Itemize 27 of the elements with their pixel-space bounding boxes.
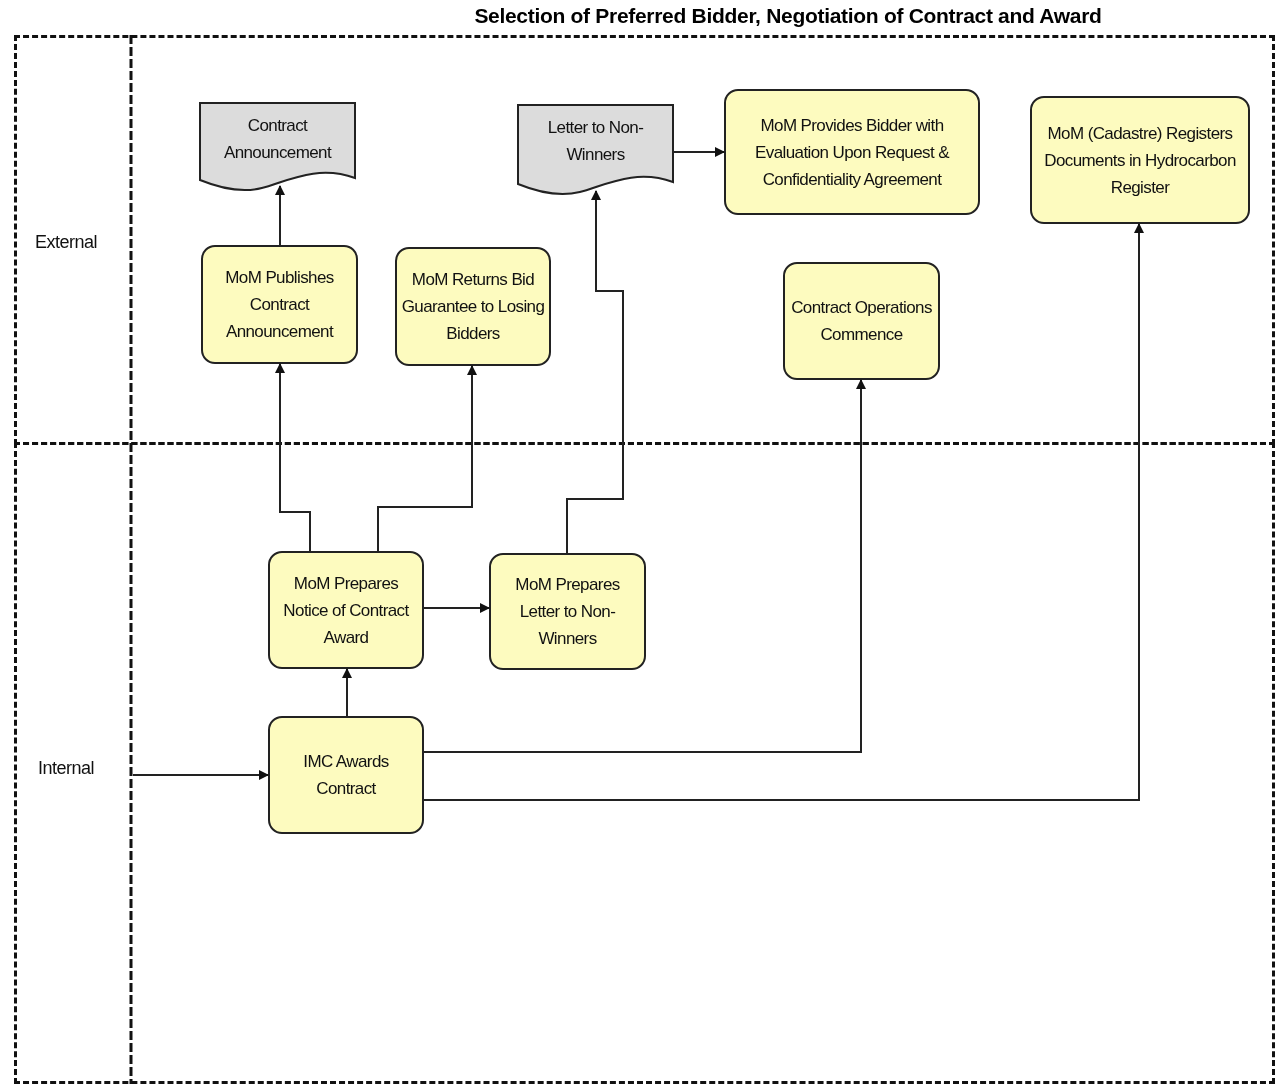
- lane-label: Internal: [38, 758, 95, 779]
- document-shape: [199, 102, 356, 192]
- lane-label: External: [35, 232, 98, 253]
- process-box: MoM Prepares Notice of Contract Award: [268, 551, 424, 669]
- arrow: [673, 147, 725, 157]
- arrow: [423, 603, 490, 613]
- swimlane: [14, 442, 1275, 1084]
- arrow: [275, 185, 285, 246]
- arrow: [132, 770, 269, 780]
- swimlane: [14, 35, 1275, 445]
- arrow: [342, 668, 352, 717]
- process-box: MoM (Cadastre) Registers Documents in Hydrocarbon Register: [1030, 96, 1250, 224]
- process-box: MoM Prepares Letter to Non-Winners: [489, 553, 646, 670]
- arrow: [275, 363, 311, 552]
- arrow: [377, 365, 477, 552]
- process-box: MoM Publishes Contract Announcement: [201, 245, 358, 364]
- arrow: [566, 190, 624, 554]
- document-shape: [517, 104, 674, 196]
- arrow: [423, 379, 866, 753]
- arrow: [423, 223, 1144, 801]
- process-box: IMC Awards Contract: [268, 716, 424, 834]
- process-box: MoM Provides Bidder with Evaluation Upon Request & Confidentiality Agreement: [724, 89, 980, 215]
- document-label: Contract Announcement: [222, 115, 333, 164]
- process-box: MoM Returns Bid Guarantee to Losing Bidders: [395, 247, 551, 366]
- process-box: Contract Operations Commence: [783, 262, 940, 380]
- document-label: Letter to Non-Winners: [546, 117, 645, 166]
- diagram-title: Selection of Preferred Bidder, Negotiation of Contract and Award: [473, 4, 1103, 28]
